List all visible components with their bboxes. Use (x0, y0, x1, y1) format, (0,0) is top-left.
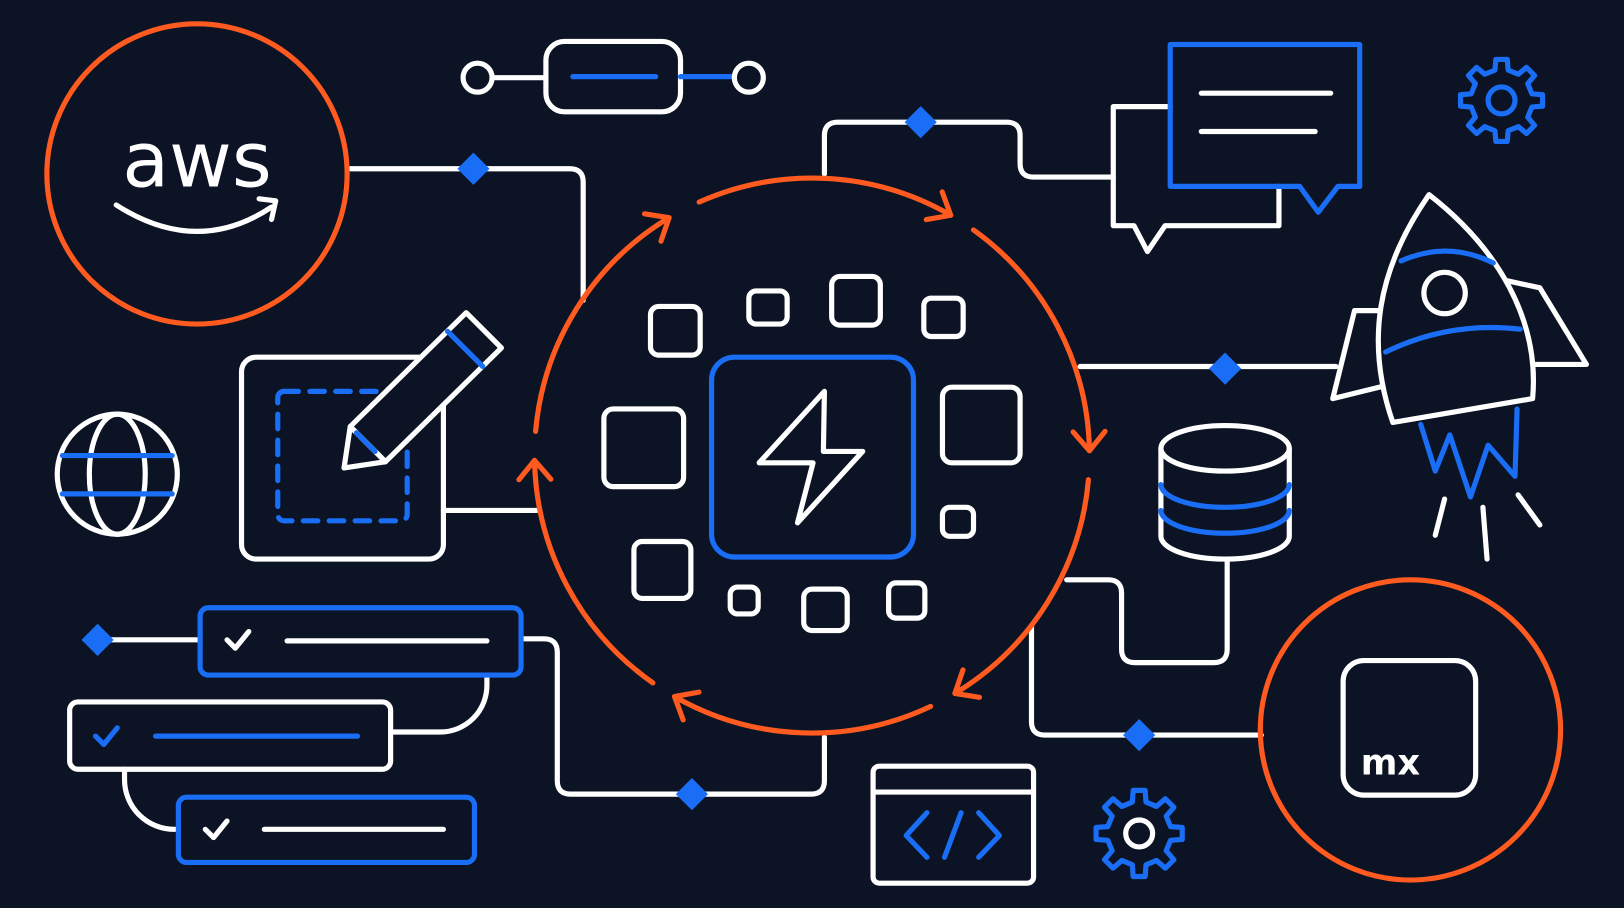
cycle-arc (696, 175, 954, 218)
diamond-node (1123, 718, 1156, 752)
arrowhead-icon (923, 189, 954, 223)
cycle-arc (952, 477, 1092, 696)
aws-smile-icon (113, 202, 275, 234)
check-icon (202, 818, 230, 841)
arrowhead-icon (1070, 428, 1108, 454)
cycle-arc (532, 215, 672, 434)
small-blocks (601, 273, 1023, 634)
diamond-node (457, 152, 490, 185)
chat-bubbles-icon (1110, 41, 1363, 255)
rocket-icon (1330, 192, 1590, 562)
cycle-arc (671, 693, 934, 736)
arrowhead-icon (952, 667, 983, 700)
mx-logo-text: mx (1361, 742, 1421, 783)
checklist (67, 605, 524, 866)
gear-icon (1093, 787, 1185, 880)
arrowhead-icon (516, 457, 554, 483)
check-icon (92, 725, 120, 748)
database-icon (1158, 422, 1292, 562)
cycle-arc (970, 227, 1093, 454)
arrowhead-icon (671, 689, 702, 723)
aws-logo-text: aws (122, 116, 272, 205)
toggle-slider-icon (460, 38, 766, 115)
pencil-edit-icon (238, 310, 504, 562)
checklist-item (197, 605, 524, 678)
checklist-item (67, 699, 394, 772)
arrowhead-icon (641, 211, 672, 244)
cycle-arrows (516, 175, 1108, 736)
globe-icon (54, 411, 180, 537)
connectors (95, 119, 1339, 832)
gear-hub (1485, 84, 1518, 117)
code-window-icon (870, 763, 1037, 886)
lightning-bolt-icon (756, 388, 866, 526)
check-icon (224, 628, 252, 651)
mx-logo-badge: mx (1257, 577, 1564, 883)
diamond-node (675, 778, 709, 811)
lightning-chip-icon (708, 354, 917, 560)
gear-hub (1123, 817, 1156, 850)
gear-icon (1457, 56, 1546, 145)
cycle-arc (531, 457, 656, 686)
checklist-item (175, 794, 478, 866)
connector-diamonds (81, 106, 1242, 811)
diamond-node (1208, 352, 1242, 385)
aws-logo-badge: aws (44, 21, 350, 327)
